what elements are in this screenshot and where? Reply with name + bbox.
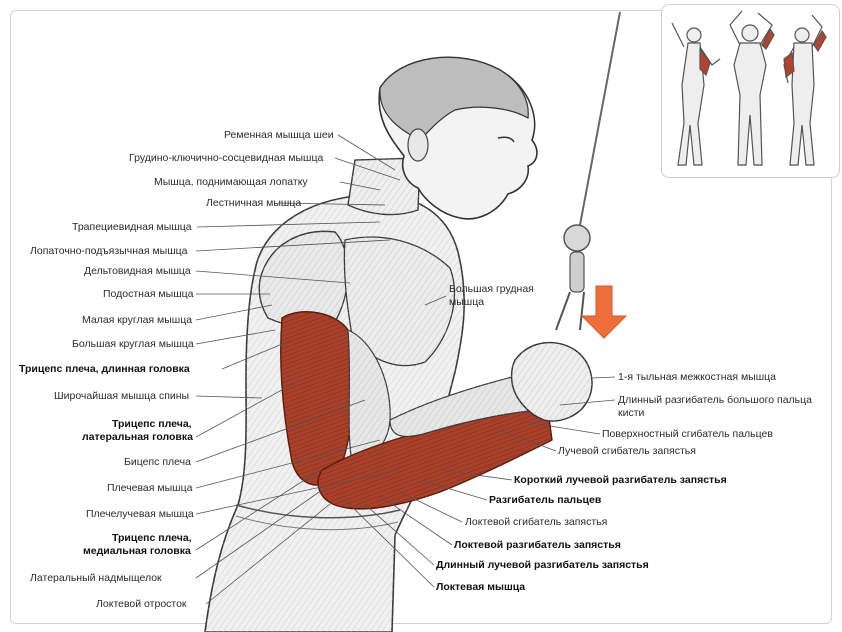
mini-figure-side-1	[671, 22, 721, 166]
label-extensor-digitorum: Разгибатель пальцев	[489, 494, 602, 506]
label-biceps: Бицепс плеча	[124, 456, 191, 468]
label-pectoralis-major-2: мышца	[449, 296, 485, 308]
label-infraspinatus: Подостная мышца	[103, 288, 194, 300]
movement-arrow	[580, 285, 628, 339]
label-triceps-medial-head-2: медиальная головка	[83, 545, 191, 557]
mini-figures	[671, 10, 827, 166]
label-extensor-pollicis-longus-1: Длинный разгибатель большого пальца	[618, 394, 812, 406]
mini-figure-side-2	[783, 14, 827, 166]
leader-lines	[195, 134, 616, 605]
label-levator-scapulae: Мышца, поднимающая лопатку	[154, 176, 308, 188]
ear	[407, 128, 429, 162]
label-flexor-carpi-radialis: Лучевой сгибатель запястья	[558, 445, 696, 457]
label-triceps-medial-head-1: Трицепс плеча,	[112, 532, 192, 544]
label-anconeus: Локтевая мышца	[436, 581, 526, 593]
label-flexor-digitorum-superficialis: Поверхностный сгибатель пальцев	[602, 428, 773, 440]
label-extensor-carpi-ulnaris: Локтевой разгибатель запястья	[454, 539, 621, 551]
label-triceps-lateral-head-1: Трицепс плеча,	[112, 418, 192, 430]
label-extensor-carpi-radialis-longus: Длинный лучевой разгибатель запястья	[436, 559, 649, 571]
label-scalene: Лестничная мышца	[206, 197, 302, 209]
label-flexor-carpi-ulnaris: Локтевой сгибатель запястья	[465, 516, 608, 528]
label-trapezius: Трапециевидная мышца	[72, 221, 192, 233]
label-teres-minor: Малая круглая мышца	[82, 314, 193, 326]
label-pectoralis-major-1: Большая грудная	[449, 283, 534, 295]
inset-exercise-figures	[661, 4, 840, 178]
cable	[579, 11, 621, 226]
label-brachialis: Плечевая мышца	[107, 482, 193, 494]
label-deltoid: Дельтовидная мышца	[84, 265, 191, 277]
label-extensor-carpi-radialis-brevis: Короткий лучевой разгибатель запястья	[514, 474, 727, 486]
label-first-dorsal-interosseous: 1-я тыльная межкостная мышца	[618, 371, 776, 383]
label-lateral-epicondyle: Латеральный надмыщелок	[30, 572, 162, 584]
label-brachioradialis: Плечелучевая мышца	[86, 508, 194, 520]
waistband	[235, 504, 401, 519]
label-extensor-pollicis-longus-2: кисти	[618, 407, 645, 419]
label-teres-major: Большая круглая мышца	[72, 338, 194, 350]
label-triceps-long-head: Трицепс плеча, длинная головка	[19, 363, 190, 375]
mini-figure-front	[729, 10, 775, 166]
label-latissimus-dorsi: Широчайшая мышца спины	[54, 390, 190, 402]
label-omohyoid: Лопаточно-подъязычная мышца	[30, 245, 188, 257]
label-splenius: Ременная мышца шеи	[224, 129, 334, 141]
label-olecranon: Локтевой отросток	[96, 598, 187, 610]
label-sternocleidomastoid: Грудино-ключично-сосцевидная мышца	[129, 152, 324, 164]
label-triceps-lateral-head-2: латеральная головка	[82, 431, 193, 443]
diagram-frame	[10, 10, 832, 624]
